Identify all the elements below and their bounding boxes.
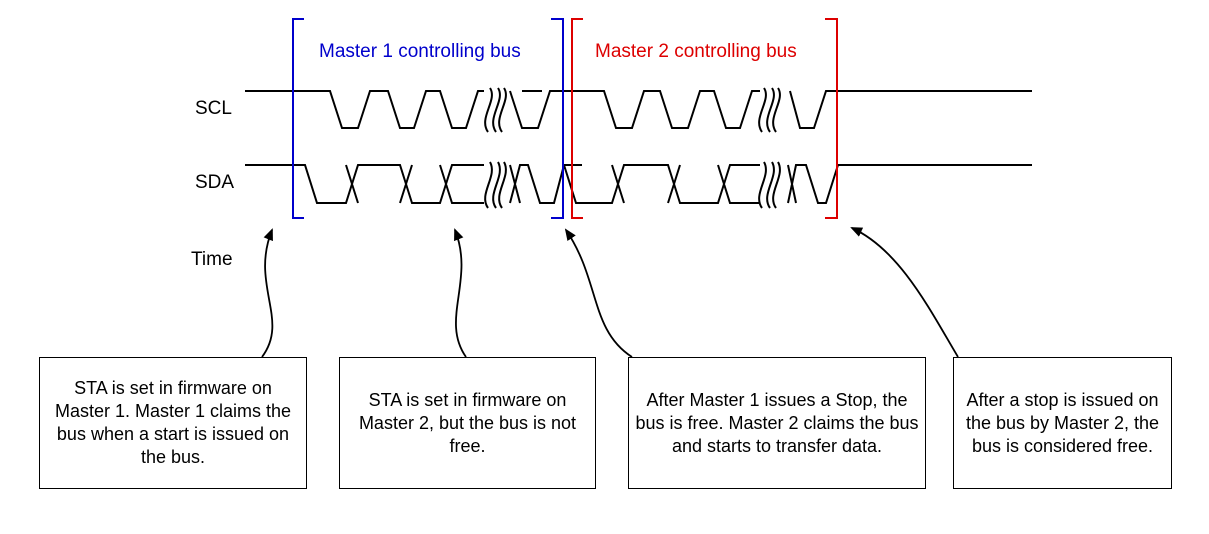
sda-label: SDA [195,172,235,193]
sda-waveform [245,164,1032,204]
callout-box-2: STA is set in firmware on Master 2, but … [339,357,596,489]
master-2-bus-title: Master 2 controlling bus [595,41,797,62]
callout-box-4: After a stop is issued on the bus by Mas… [953,357,1172,489]
sda-break-1 [484,161,507,209]
scl-break-1 [484,87,507,133]
scl-label: SCL [195,98,232,119]
callout-arrow-3 [564,228,633,358]
callout-box-3: After Master 1 issues a Stop, the bus is… [628,357,926,489]
master-1-bus-bracket [292,18,564,219]
scl-break-2 [758,87,781,133]
master-2-bus-bracket [571,18,838,219]
time-label: Time [191,249,233,270]
callout-box-1: STA is set in firmware on Master 1. Mast… [39,357,307,489]
sda-break-2 [758,161,781,209]
callout-arrow-4 [850,227,959,358]
scl-waveform [245,90,1032,129]
master-1-bus-title: Master 1 controlling bus [319,41,521,62]
callout-arrow-1 [261,228,274,358]
callout-arrow-2 [454,228,467,358]
